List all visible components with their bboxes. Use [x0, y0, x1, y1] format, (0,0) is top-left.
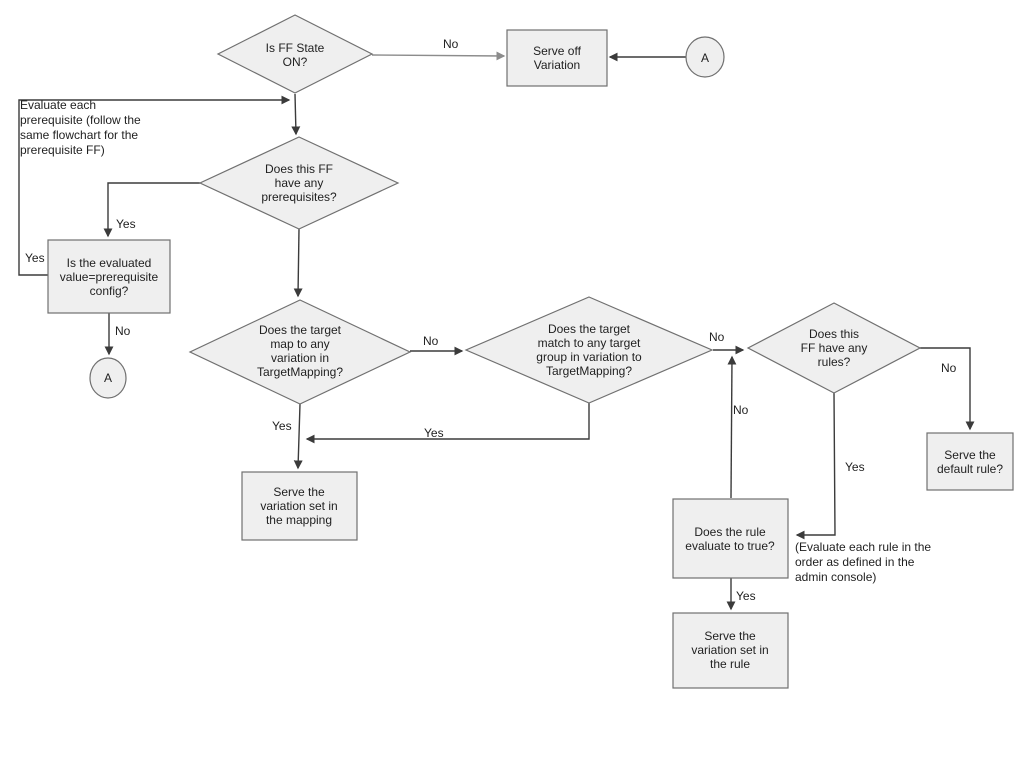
- decision-is-ff-state-on-label: Is FF State ON?: [265, 41, 325, 69]
- edge-label-target-group-no: No: [709, 330, 725, 344]
- edge-prereq-value-yes-return: [18, 95, 291, 276]
- edge-label-prereq-value-no: No: [115, 324, 131, 338]
- connector-a-left-shape: [89, 357, 127, 399]
- process-serve-mapping-variation-shape: [241, 471, 358, 541]
- edge-prereqs-to-target-map: [293, 228, 303, 298]
- edge-rule-eval-no-loop: [727, 355, 737, 499]
- note-evaluate-each-rule: (Evaluate each rule in the order as defi…: [795, 540, 932, 584]
- decision-target-mapping-shape: [188, 299, 412, 405]
- decision-is-ff-state-on-shape: [216, 14, 374, 94]
- process-serve-rule-variation-label: Serve the variation set in the rule: [691, 629, 769, 671]
- decision-has-prerequisites-label: Does this FF have any prerequisites?: [261, 162, 337, 204]
- edge-has-rules-no: [920, 347, 975, 431]
- process-rule-evaluate-shape: [672, 498, 789, 579]
- edge-has-rules-yes: [795, 392, 836, 540]
- edge-label-has-prereqs-yes: Yes: [116, 217, 136, 231]
- edge-label-prereq-return-yes: Yes: [25, 251, 45, 265]
- process-evaluated-value-check-label: Is the evaluated value=prerequisite conf…: [59, 256, 159, 298]
- edge-label-ff-state-no: No: [443, 37, 459, 51]
- connector-a-left-label: A: [103, 371, 113, 385]
- process-serve-default-rule-label: Serve the default rule?: [936, 448, 1004, 476]
- edge-label-has-rules-no: No: [941, 361, 957, 375]
- edge-label-has-rules-yes: Yes: [845, 460, 865, 474]
- edge-label-target-group-yes: Yes: [424, 426, 444, 440]
- edge-label-target-map-yes: Yes: [272, 419, 292, 433]
- edge-label-rule-eval-yes: Yes: [736, 589, 756, 603]
- process-evaluated-value-check-shape: [47, 239, 171, 314]
- decision-target-group-shape: [464, 296, 714, 404]
- decision-has-rules-shape: [746, 302, 922, 394]
- note-evaluate-prerequisite: Evaluate each prerequisite (follow the s…: [20, 98, 141, 157]
- edge-ff-state-to-prereqs: [291, 93, 301, 136]
- process-serve-default-rule-shape: [926, 432, 1014, 491]
- connector-a-top-shape: [685, 36, 725, 78]
- edge-ff-state-no: [371, 51, 506, 61]
- process-serve-off-variation-shape: [506, 29, 608, 87]
- connector-a-top-label: A: [700, 51, 710, 65]
- decision-has-rules-label: Does this FF have any rules?: [800, 327, 868, 369]
- edge-target-group-yes: [305, 403, 590, 444]
- decision-target-group-label: Does the target match to any target grou…: [536, 322, 642, 378]
- decision-has-prerequisites-shape: [198, 136, 400, 230]
- decision-target-mapping-label: Does the target map to any variation in …: [256, 323, 344, 379]
- edge-has-prereqs-yes: [103, 182, 200, 238]
- edge-target-map-yes: [293, 403, 303, 470]
- process-rule-evaluate-label: Does the rule evaluate to true?: [685, 525, 775, 553]
- process-serve-mapping-variation-label: Serve the variation set in the mapping: [260, 485, 338, 527]
- edge-label-rule-eval-no: No: [733, 403, 749, 417]
- process-serve-rule-variation-shape: [672, 612, 789, 689]
- process-serve-off-variation-label: Serve off Variation: [533, 44, 581, 72]
- edge-label-target-map-no: No: [423, 334, 439, 348]
